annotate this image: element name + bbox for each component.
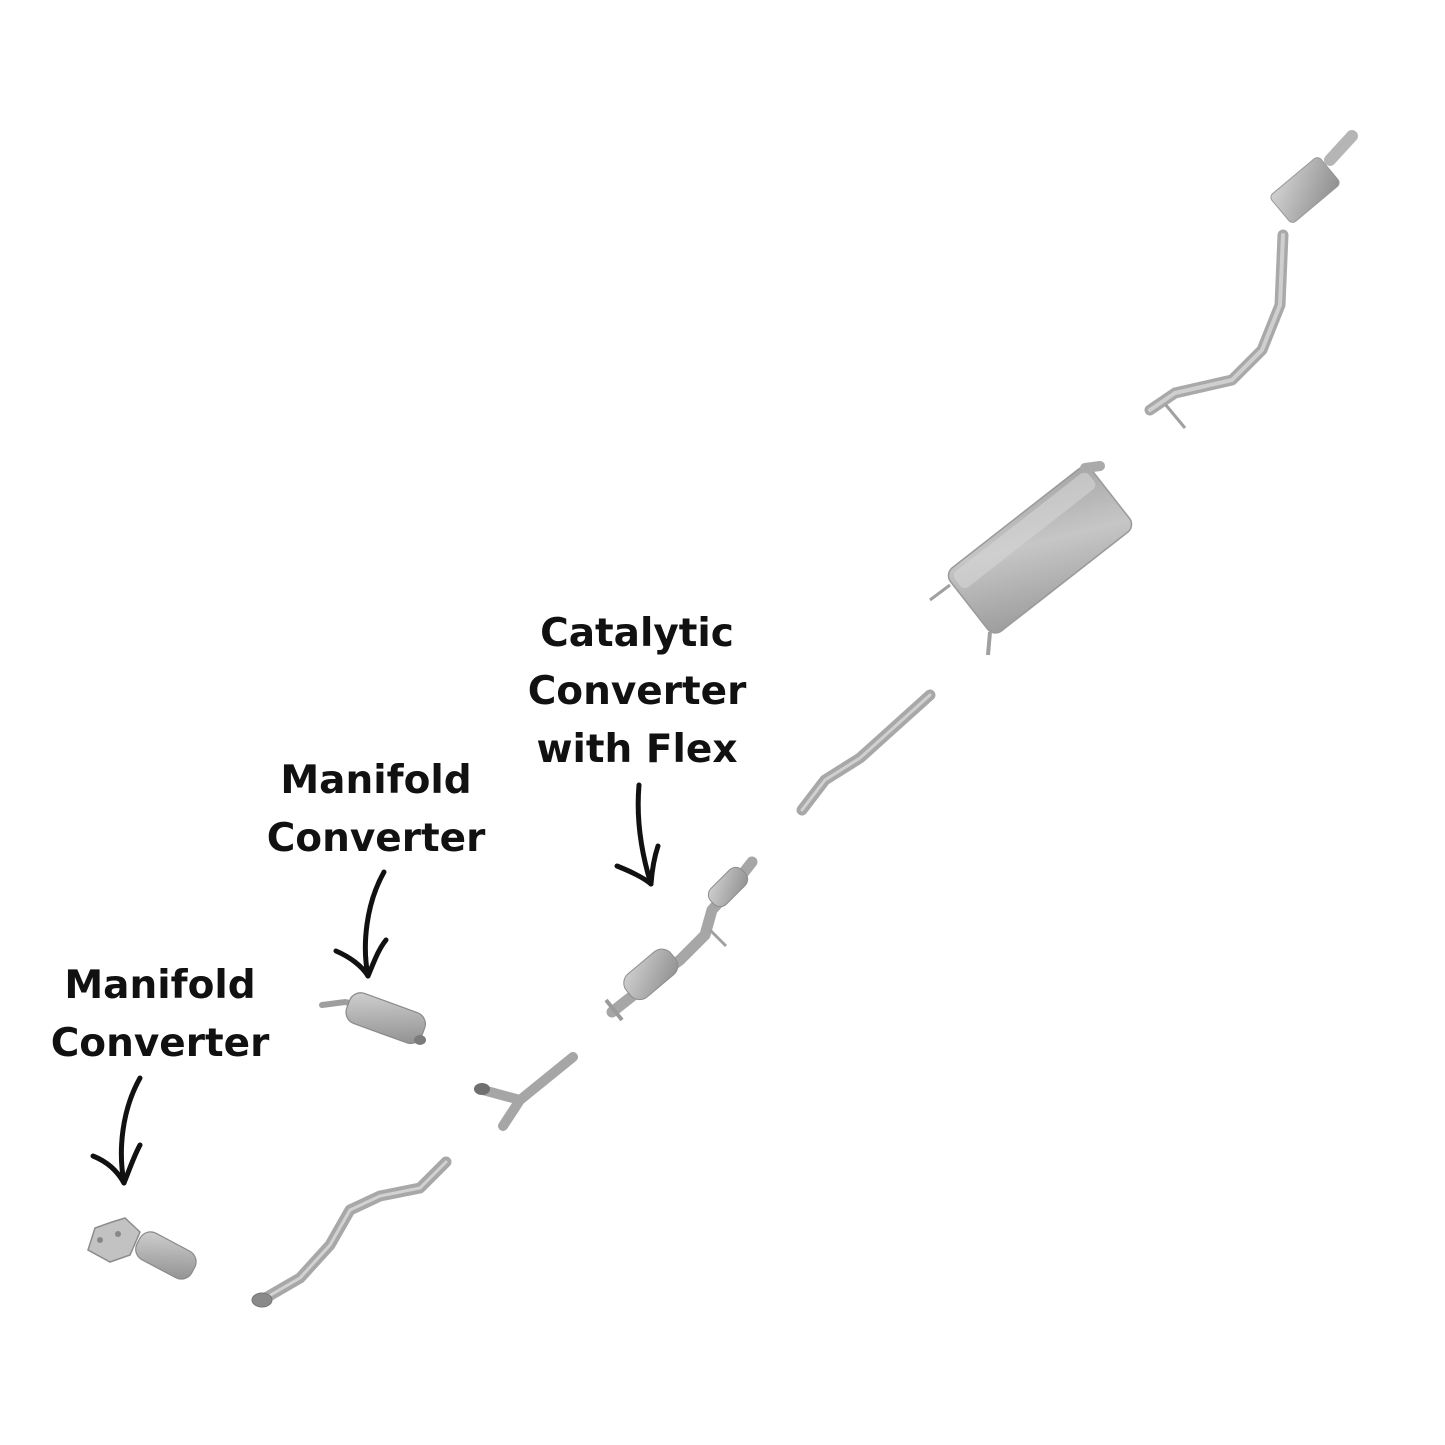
main-muffler xyxy=(929,461,1133,656)
manifold-converter-1-label-line2: Converter xyxy=(50,1021,270,1066)
arrow-manifold-converter-1 xyxy=(90,1075,143,1186)
rear-muffler xyxy=(1270,157,1340,223)
arrow-catalytic-converter xyxy=(614,782,661,887)
catalytic-converter-label-line2: Converter xyxy=(527,669,747,714)
arrow-manifold-converter-2 xyxy=(333,869,389,979)
intermediate-pipe xyxy=(796,689,936,816)
front-pipe xyxy=(251,1156,452,1308)
tailpipe-assembly xyxy=(1144,130,1358,429)
manifold-converter-1-label-line1: Manifold xyxy=(64,963,256,1008)
manifold-converter-2-label-line1: Manifold xyxy=(280,758,472,803)
manifold-converter-2-label-line2: Converter xyxy=(266,816,486,861)
manifold-converter-2-label: Manifold Converter xyxy=(267,752,486,868)
catalytic-converter-label-line1: Catalytic xyxy=(540,611,734,656)
y-pipe xyxy=(474,1052,578,1131)
catalytic-converter-label-line3: with Flex xyxy=(536,727,738,772)
catalytic-converter-with-flex xyxy=(604,856,758,1022)
manifold-converter-2-part xyxy=(319,992,426,1045)
manifold-converter-1-part xyxy=(87,1217,197,1280)
catalytic-converter-label: Catalytic Converter with Flex xyxy=(528,605,747,779)
manifold-converter-1-label: Manifold Converter xyxy=(51,957,270,1073)
